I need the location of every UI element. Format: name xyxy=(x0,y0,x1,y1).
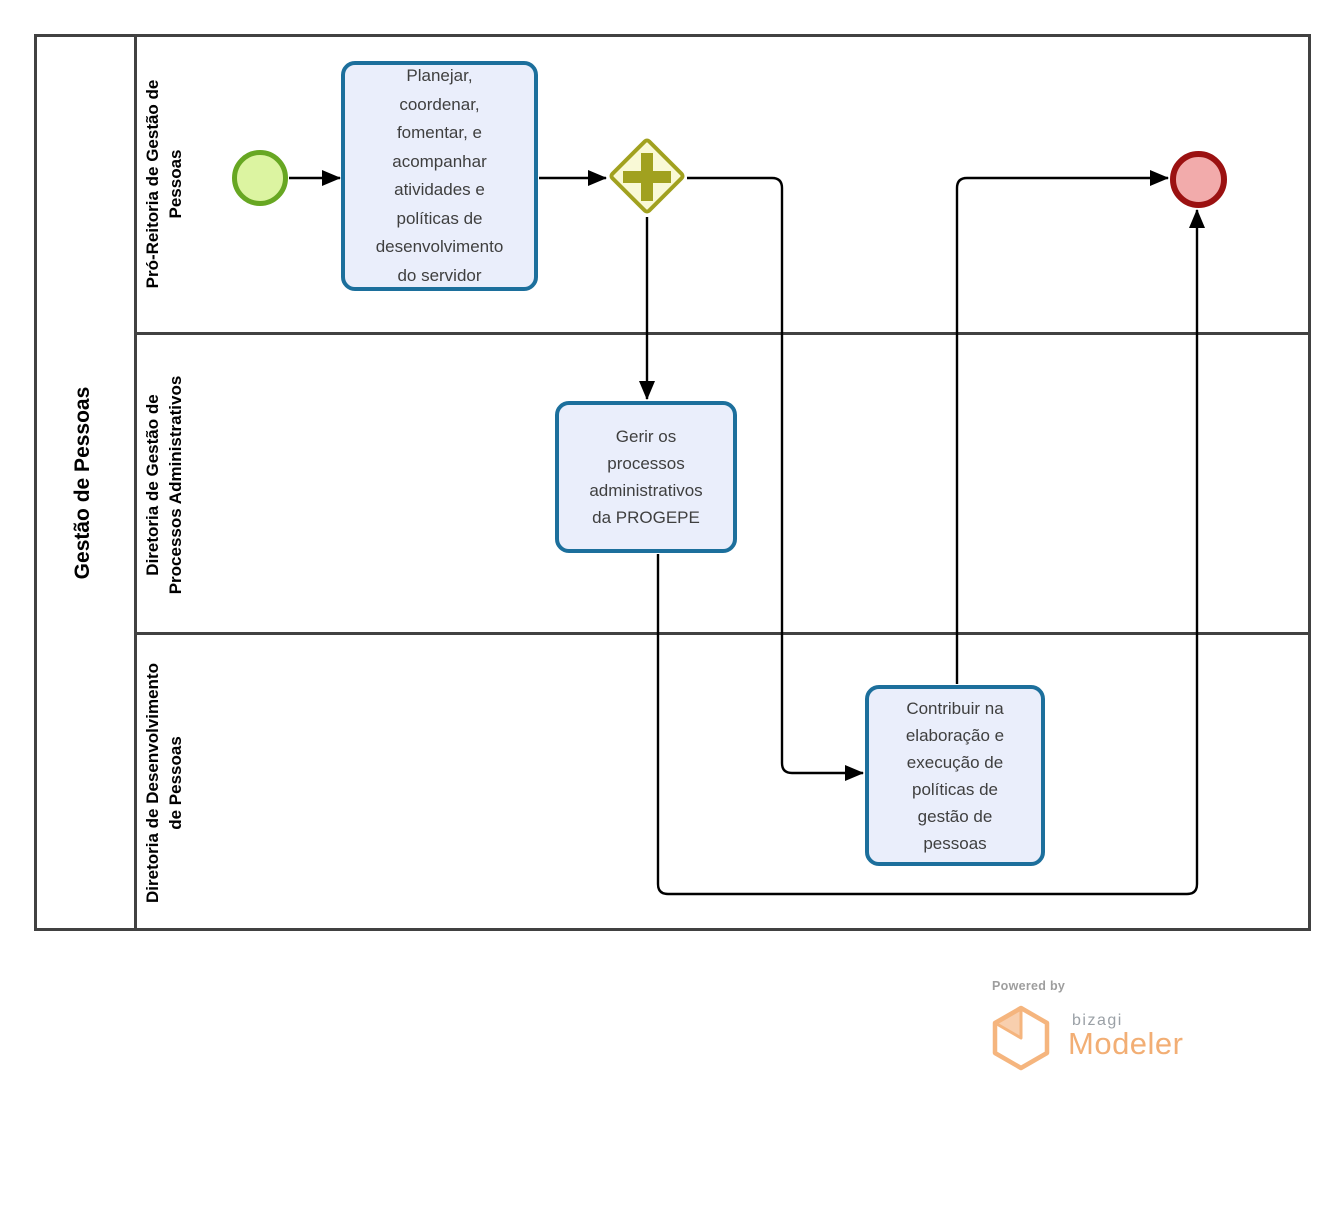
lane-diretoria-desenvolvimento: Diretoria de Desenvolvimento de Pessoas xyxy=(137,632,1308,928)
pool-header: Gestão de Pessoas xyxy=(37,37,137,928)
lane-label-pro-reitoria: Pró-Reitoria de Gestão de Pessoas xyxy=(143,79,185,289)
start-event xyxy=(232,150,288,206)
task-gerir-label: Gerir os processos administrativos da PR… xyxy=(589,427,703,527)
task-contribuir: Contribuir na elaboração e execução de p… xyxy=(865,685,1045,866)
plus-icon xyxy=(641,153,653,201)
lane-pro-reitoria: Pró-Reitoria de Gestão de Pessoas xyxy=(137,37,1308,332)
modeler-product-label: Modeler xyxy=(1068,1026,1184,1061)
task-planejar-label: Planejar, coordenar, fomentar, e acompan… xyxy=(375,66,504,285)
bizagi-modeler-logo[interactable]: Powered by bizagi Modeler xyxy=(990,979,1250,1079)
task-planejar: Planejar, coordenar, fomentar, e acompan… xyxy=(341,61,538,291)
bizagi-hexagon-icon xyxy=(992,1005,1050,1071)
pool-title: Gestão de Pessoas xyxy=(71,386,94,580)
lane-label-diretoria-desenvolvimento: Diretoria de Desenvolvimento de Pessoas xyxy=(143,663,185,903)
powered-by-label: Powered by xyxy=(992,979,1066,993)
task-contribuir-label: Contribuir na elaboração e execução de p… xyxy=(905,698,1005,853)
task-gerir: Gerir os processos administrativos da PR… xyxy=(555,401,737,553)
lane-label-diretoria-processos: Diretoria de Gestão de Processos Adminis… xyxy=(143,375,185,595)
end-event xyxy=(1170,151,1227,208)
bizagi-brand-label: bizagi xyxy=(1072,1012,1123,1029)
